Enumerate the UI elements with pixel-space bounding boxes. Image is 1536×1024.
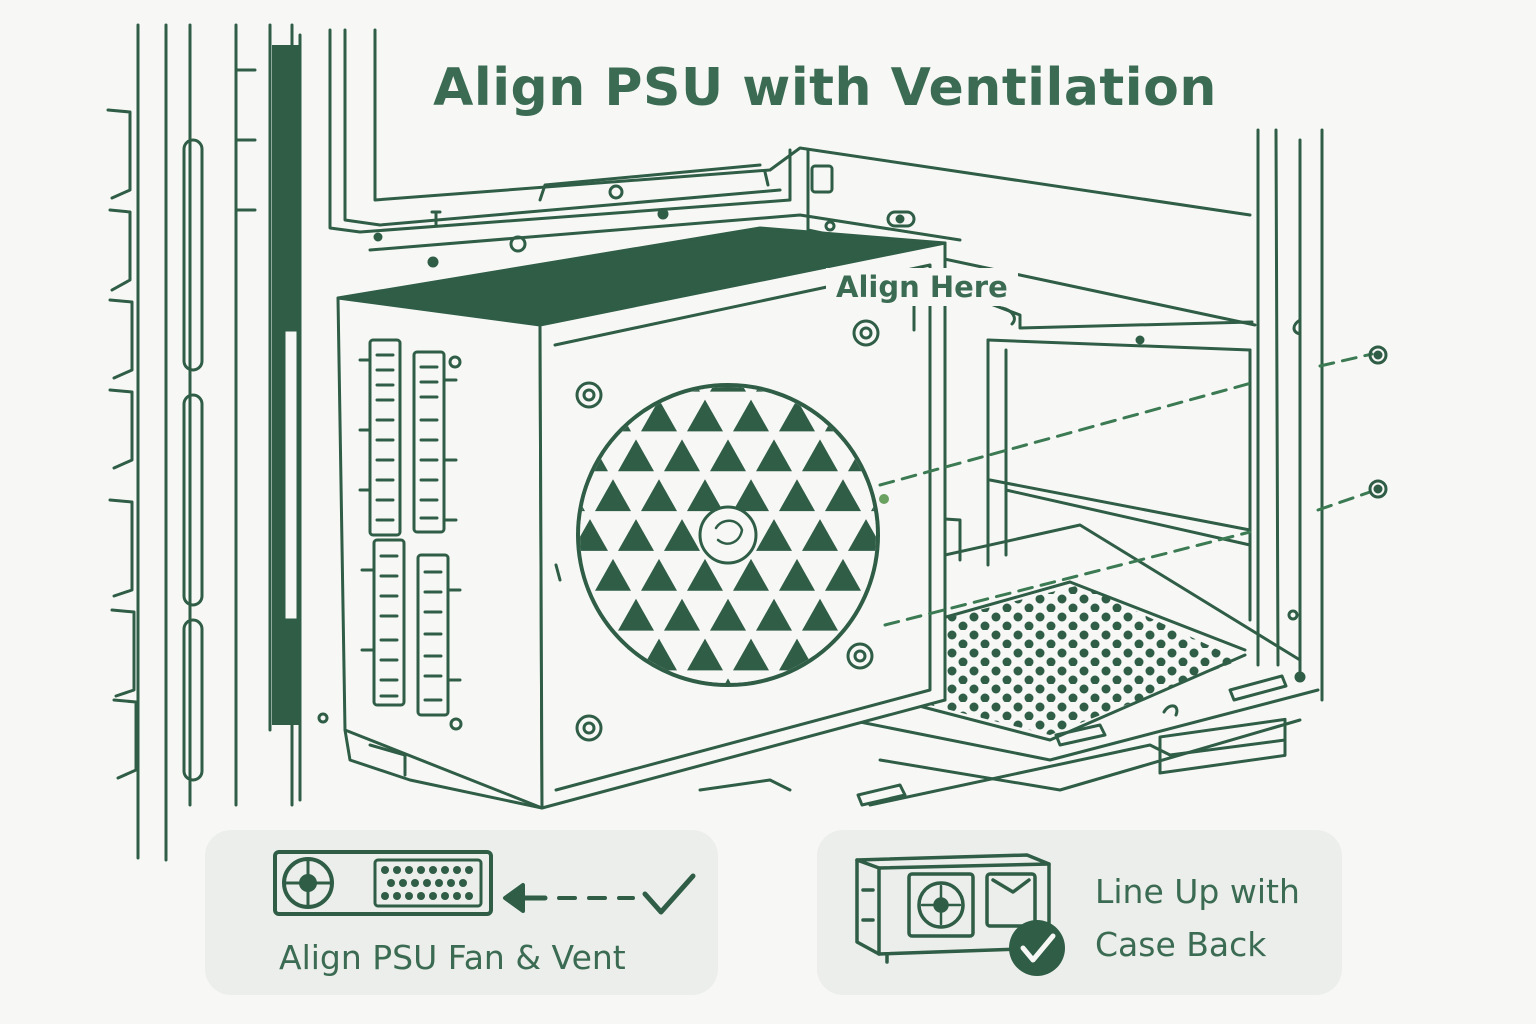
case-top-frame: [328, 28, 1257, 327]
case-right-frame: [978, 128, 1324, 702]
diagram-title: Align PSU with Ventilation: [433, 58, 1217, 118]
case-side-panel: [106, 23, 302, 862]
tip-label-line-2: Case Back: [1095, 924, 1267, 964]
tip-card-fan-vent: Align PSU Fan & Vent: [205, 830, 718, 995]
tip-label-case-back: Line Up with Case Back: [1095, 866, 1300, 972]
psu-case-icon: [855, 853, 1051, 964]
tip-card-case-back: Line Up with Case Back: [817, 830, 1342, 995]
align-here-callout: Align Here: [826, 268, 1018, 306]
tip-label-fan-vent: Align PSU Fan & Vent: [279, 938, 626, 977]
psu-icon: [273, 850, 493, 916]
checkmark-icon: [642, 873, 696, 915]
psu-unit: [317, 226, 947, 810]
tip-label-line-1: Line Up with: [1095, 872, 1300, 911]
alignment-guides: [878, 352, 1374, 627]
arrow-left-icon: [503, 883, 635, 913]
check-badge-icon: [1009, 920, 1065, 976]
